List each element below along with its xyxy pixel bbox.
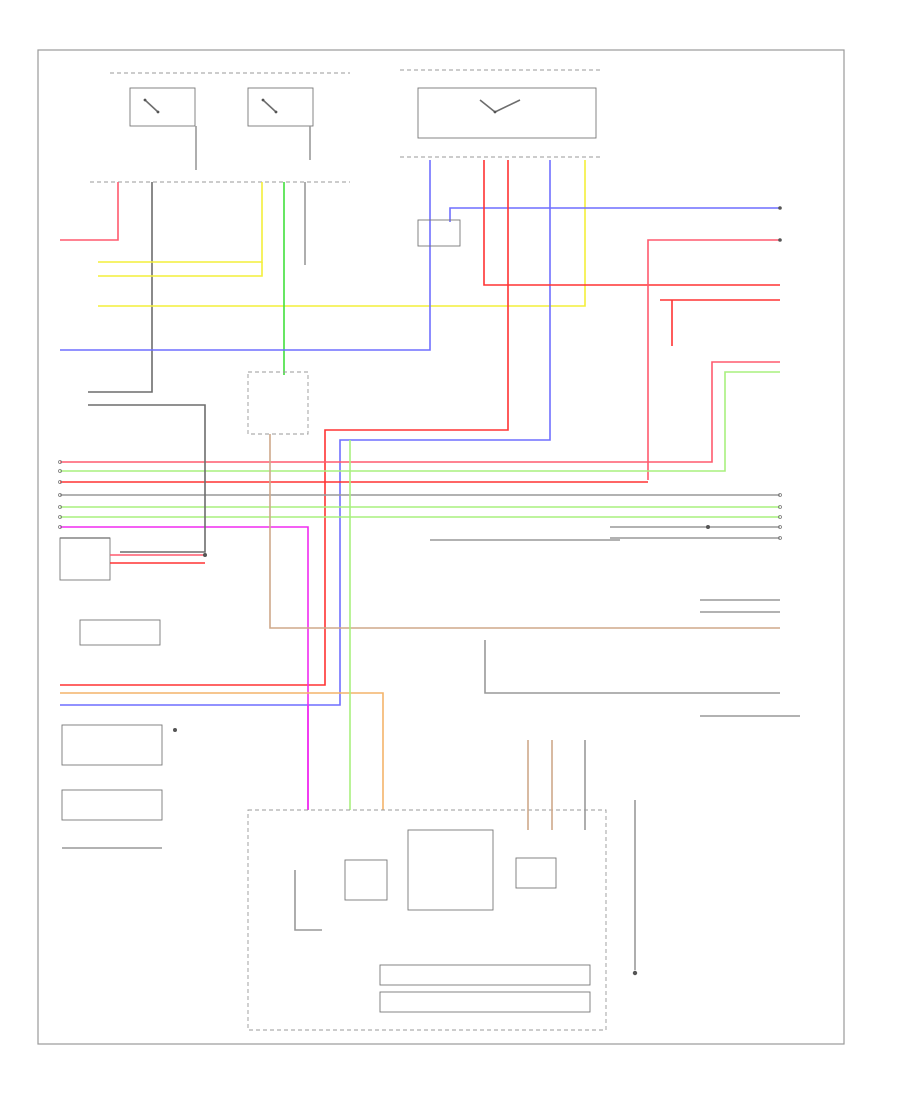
wire-blue-right (449, 207, 780, 222)
relay-connector-block (417, 219, 461, 247)
switch-component-left (129, 87, 196, 127)
diagram-frame (37, 49, 845, 1045)
wire-gray-right-mid (484, 640, 780, 694)
assembly-sub-1 (379, 964, 591, 986)
control-module-center (247, 371, 309, 435)
module-left-a (59, 537, 111, 581)
wire-pink-bus (60, 361, 780, 463)
relay-component (417, 87, 597, 139)
wire-lgreen-bus (60, 371, 780, 472)
wire-yellow-1 (98, 182, 263, 263)
assembly-module-1 (344, 859, 388, 901)
wire-pink-top-left (60, 182, 119, 241)
wire-pink-right (647, 239, 780, 480)
assembly-sub-2 (379, 991, 591, 1013)
wire-tan-center (269, 434, 780, 629)
assembly-bracket (294, 870, 322, 931)
wire-orange-bottom (60, 692, 384, 810)
assembly-module-3 (515, 857, 557, 889)
wire-yellow-3 (98, 160, 586, 307)
connector-pins-left (58, 460, 62, 529)
junction-node-2 (706, 525, 710, 529)
wire-red-1 (483, 160, 780, 286)
junction-node-1 (203, 553, 207, 557)
ground-node (632, 970, 638, 976)
wire-blue-long (60, 160, 551, 706)
assembly-dashed-box (247, 809, 607, 1031)
wire-red-2 (60, 160, 509, 686)
junction-node-4 (778, 206, 782, 210)
module-left-d (61, 789, 163, 821)
junction-node-5 (778, 238, 782, 242)
connector-pins-right (778, 493, 782, 540)
module-left-b (79, 619, 161, 646)
wire-darkgray-left (88, 404, 206, 553)
wire-blue-top (60, 160, 431, 351)
switch-component-right (247, 87, 314, 127)
wire-yellow-2 (98, 262, 263, 277)
junction-node-3 (173, 728, 177, 732)
module-left-c (61, 724, 163, 766)
assembly-module-2 (407, 829, 494, 911)
wire-darkgray-top-left (88, 182, 153, 393)
